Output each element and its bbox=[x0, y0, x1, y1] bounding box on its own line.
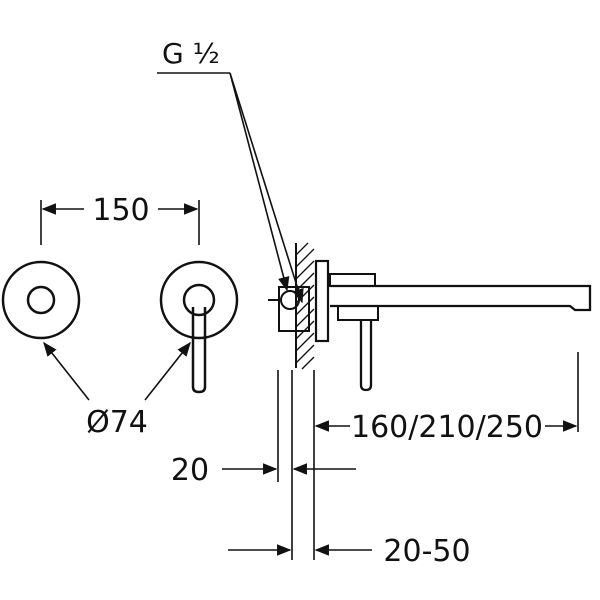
diverter-rosette bbox=[1, 260, 81, 340]
spout-length-dimension-label: 160/210/250 bbox=[351, 410, 543, 445]
wall-section bbox=[295, 242, 315, 370]
plate-thickness-dimension: 20 bbox=[171, 370, 356, 560]
depth-dimension-label: 20-50 bbox=[383, 534, 470, 569]
plate-thickness-dimension-label: 20 bbox=[171, 453, 209, 488]
thread-callout-label: G ½ bbox=[162, 37, 220, 70]
mixer-side-view bbox=[268, 259, 592, 392]
mixer-rosette bbox=[159, 260, 239, 394]
width-dimension: 150 bbox=[40, 193, 200, 245]
diameter-dimension: Ø74 bbox=[43, 341, 191, 440]
width-dimension-label: 150 bbox=[92, 193, 149, 228]
spout-length-dimension: 160/210/250 bbox=[313, 352, 579, 560]
diameter-dimension-label: Ø74 bbox=[86, 405, 148, 440]
thread-callout: G ½ bbox=[157, 37, 304, 304]
depth-dimension: 20-50 bbox=[228, 534, 471, 569]
